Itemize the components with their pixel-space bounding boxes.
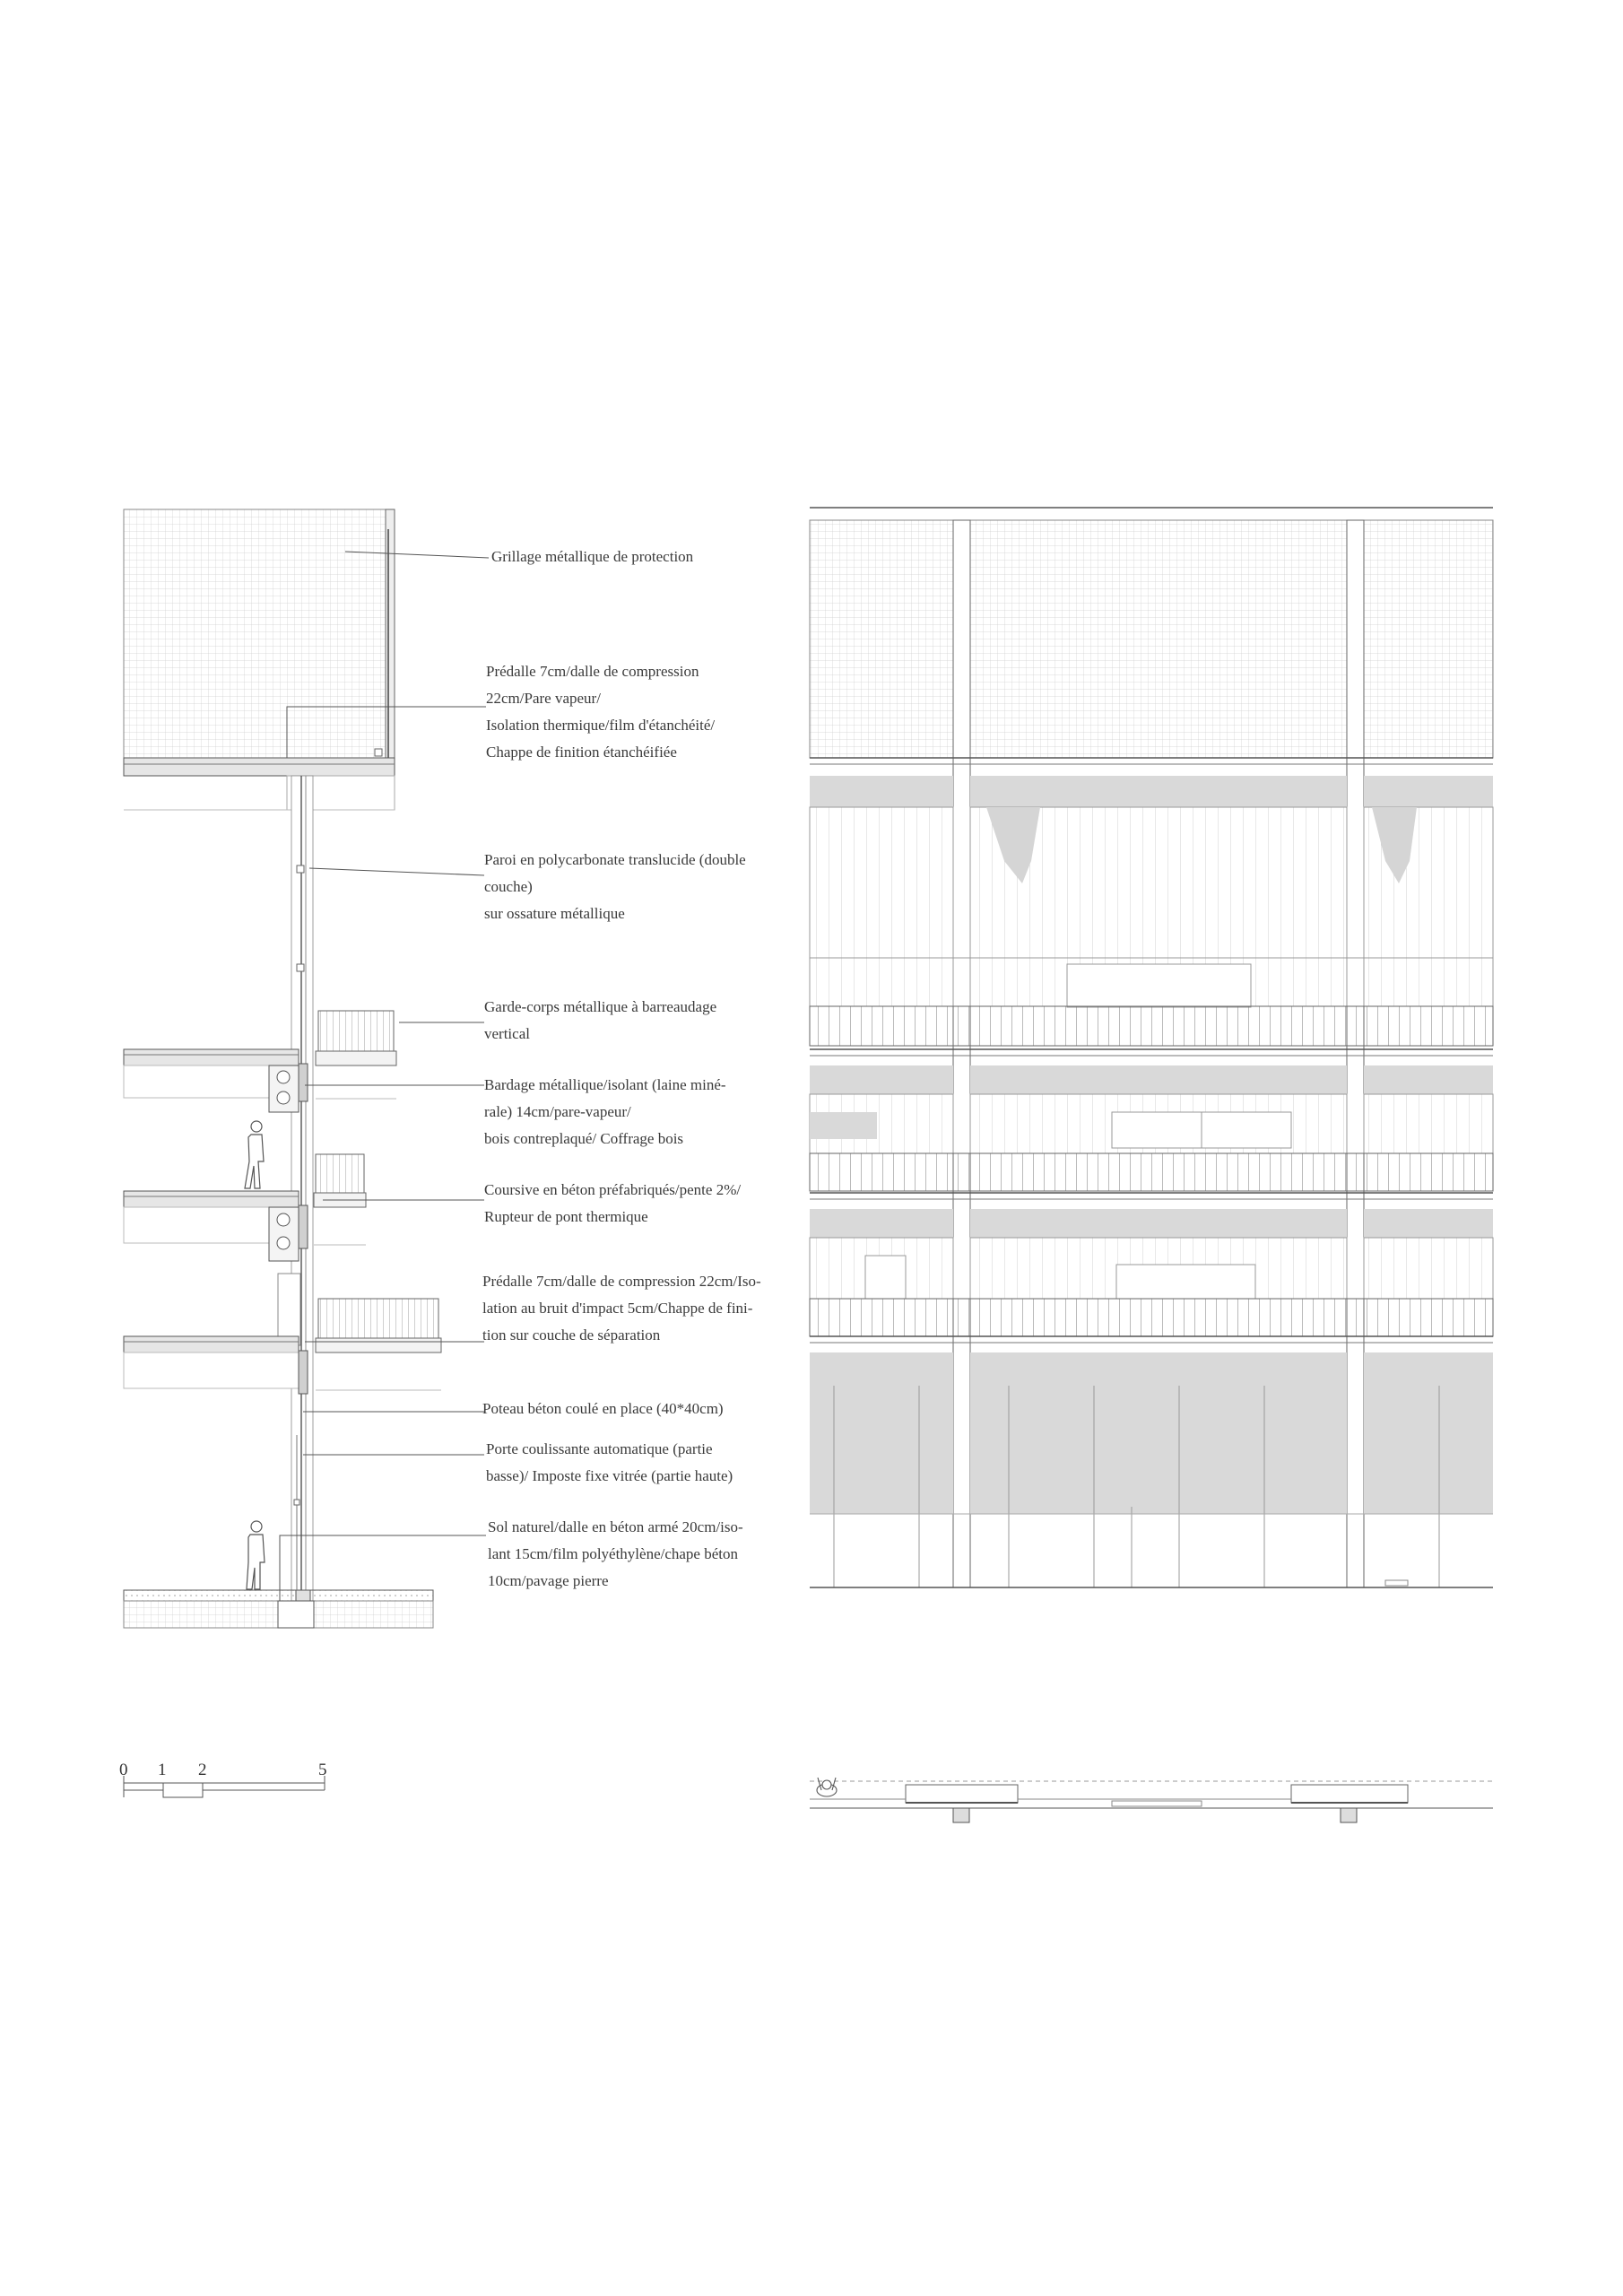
ground-plan-strip [810, 1780, 1493, 1823]
annotation-coursive: Coursive en béton préfabriqués/pente 2%/… [484, 1177, 741, 1231]
plan-column-1 [952, 1807, 970, 1823]
elevation-railing-1 [809, 1298, 1494, 1337]
annotation-line: 22cm/Pare vapeur/ [486, 690, 601, 707]
floor-slab-3 [123, 1048, 299, 1066]
annotation-line: lation au bruit d'impact 5cm/Chappe de f… [482, 1300, 753, 1317]
annotation-line: Prédalle 7cm/dalle de compression 22cm/I… [482, 1273, 761, 1290]
annotation-plancher: Prédalle 7cm/dalle de compression 22cm/I… [482, 1268, 761, 1349]
scale-tick-1: 1 [158, 1761, 167, 1779]
ground-paving [123, 1589, 434, 1602]
annotation-line: sur ossature métallique [484, 905, 625, 922]
elevation-column-1 [952, 519, 971, 1588]
annotation-line: 10cm/pavage pierre [488, 1572, 609, 1589]
annotation-line: Poteau béton coulé en place (40*40cm) [482, 1400, 724, 1417]
annotation-paroi: Paroi en polycarbonate translucide (doub… [484, 847, 746, 927]
scale-tick-5: 5 [318, 1761, 327, 1779]
annotation-line: Sol naturel/dalle en béton armé 20cm/iso… [488, 1518, 743, 1535]
roof-slab [123, 757, 395, 777]
elevation-column-2 [1346, 519, 1365, 1588]
plan-column-2 [1340, 1807, 1358, 1823]
annotation-line: Bardage métallique/isolant (laine miné- [484, 1076, 726, 1093]
elevation-mesh-bay-2 [969, 519, 1348, 759]
elevation-railing-3 [809, 1005, 1494, 1047]
annotation-line: lant 15cm/film polyéthylène/chape béton [488, 1545, 738, 1562]
protection-mesh [123, 509, 386, 759]
railing-2 [315, 1153, 365, 1194]
person-figure-icon [244, 1120, 265, 1189]
annotation-line: Paroi en polycarbonate translucide (doub… [484, 851, 746, 868]
elevation-railing-2 [809, 1152, 1494, 1192]
annotation-line: couche) [484, 878, 533, 895]
annotation-toiture: Prédalle 7cm/dalle de compression 22cm/P… [486, 658, 715, 766]
annotation-line: Porte coulissante automatique (partie [486, 1440, 713, 1457]
annotation-bardage: Bardage métallique/isolant (laine miné- … [484, 1072, 726, 1152]
leader-lines [279, 551, 490, 1601]
annotation-line: Rupteur de pont thermique [484, 1208, 648, 1225]
annotation-line: rale) 14cm/pare-vapeur/ [484, 1103, 631, 1120]
scale-tick-2: 2 [198, 1761, 207, 1779]
annotation-line: vertical [484, 1025, 530, 1042]
annotation-garde-corps: Garde-corps métallique à barreaudage ver… [484, 994, 716, 1048]
concrete-column [291, 775, 314, 1602]
annotation-poteau: Poteau béton coulé en place (40*40cm) [482, 1396, 724, 1422]
balcony-1 [315, 1337, 442, 1353]
person-plan-icon [816, 1777, 838, 1797]
annotation-line: Prédalle 7cm/dalle de compression [486, 663, 699, 680]
annotation-line: Isolation thermique/film d'étanchéité/ [486, 717, 716, 734]
annotation-line: basse)/ Imposte fixe vitrée (partie haut… [486, 1467, 733, 1484]
scale-tick-0: 0 [119, 1761, 128, 1779]
scale-bar [123, 1776, 325, 1798]
annotation-line: Chappe de finition étanchéifiée [486, 744, 677, 761]
railing-3 [317, 1010, 395, 1052]
annotation-line: tion sur couche de séparation [482, 1326, 661, 1344]
annotation-sol: Sol naturel/dalle en béton armé 20cm/iso… [488, 1514, 743, 1595]
elevation-mesh-bay-1 [809, 519, 954, 759]
annotation-line: Garde-corps métallique à barreaudage [484, 998, 717, 1015]
annotation-grillage: Grillage métallique de protection [491, 544, 693, 570]
annotation-line: Grillage métallique de protection [491, 548, 694, 565]
balcony-3 [315, 1050, 397, 1066]
elevation-mesh-bay-3 [1363, 519, 1494, 759]
railing-1 [317, 1298, 439, 1339]
parapet-post [385, 509, 395, 759]
floor-slab-1 [123, 1335, 299, 1353]
annotation-line: Coursive en béton préfabriqués/pente 2%/ [484, 1181, 742, 1198]
person-figure-icon [246, 1520, 265, 1590]
annotation-line: bois contreplaqué/ Coffrage bois [484, 1130, 684, 1147]
annotation-porte: Porte coulissante automatique (partie ba… [486, 1436, 733, 1490]
ground-floor-band [810, 1352, 953, 1514]
section-drawing [123, 509, 442, 1629]
elevation-drawing [809, 507, 1494, 1823]
floor-slab-2 [123, 1190, 299, 1208]
